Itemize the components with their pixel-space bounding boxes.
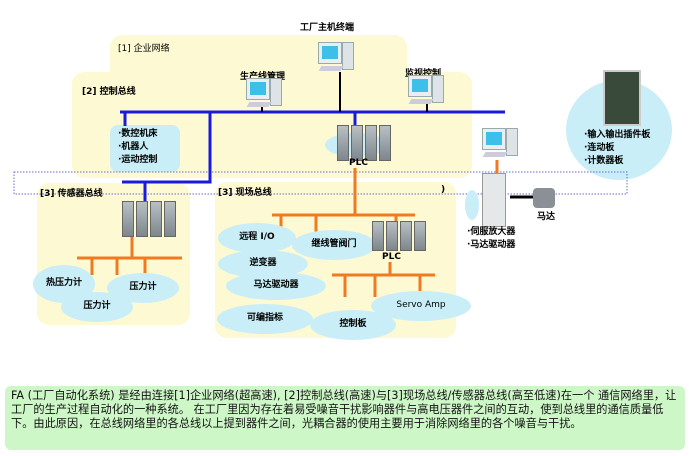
device-servo-amp: Servo Amp: [371, 291, 471, 321]
sensor-plc-icon: [122, 201, 176, 237]
servo-item-amplifier: ·伺服放大器: [467, 227, 516, 237]
production-mgmt-label: 生产线管理: [240, 72, 286, 82]
cnc-list: ·数控机床 ·机器人 ·运动控制: [118, 128, 157, 167]
device-pressure-gauge-2: 压力计: [61, 292, 133, 322]
cnc-box: [110, 125, 180, 172]
host-pc-icon: [318, 42, 354, 76]
zone-sensor-bus-label: [3] 传感器总线: [40, 189, 103, 199]
description-box: FA (工厂自动化系统) 是经由连接[1]企业网络(超高速), [2]控制总线(…: [5, 386, 685, 450]
host-terminal-label: 工厂主机终端: [300, 23, 355, 33]
servo-pc-icon: [482, 128, 518, 162]
motor-label: 马达: [537, 212, 556, 222]
device-programmable-indicator: 可编指标: [217, 304, 313, 334]
card-item-io: ·输入输出插件板: [584, 130, 651, 140]
plc-label: PLC: [349, 158, 368, 168]
field-plc-label: PLC: [382, 252, 401, 262]
device-solenoid-valve: 继线管阀门: [292, 230, 376, 260]
monitor-control-label: 监视控制: [405, 69, 442, 79]
device-remote-io: 远程 I/O: [218, 223, 296, 253]
motor-icon: [533, 188, 555, 208]
robot-item: ·机器人: [118, 142, 149, 152]
zone-enterprise-label: [1] 企业网络: [118, 44, 170, 54]
card-item-motion: ·连动板: [584, 143, 615, 153]
production-pc-icon: [246, 78, 282, 112]
io-card-icon: [603, 70, 641, 126]
control-bus-line: [120, 110, 505, 205]
field-bus-paren: ): [441, 185, 446, 195]
motion-item: ·运动控制: [118, 155, 158, 165]
servo-list: ·伺服放大器 ·马达驱动器: [467, 226, 515, 252]
zone-control-bus-label: [2] 控制总线: [82, 87, 136, 97]
optocoupler-boundary: [13, 171, 628, 195]
cnc-item: ·数控机床: [118, 129, 158, 139]
field-plc-icon: [372, 221, 426, 251]
card-item-counter: ·计数器板: [584, 156, 624, 166]
servo-item-driver: ·马达驱动器: [467, 240, 516, 250]
card-list: ·输入输出插件板 ·连动板 ·计数器板: [584, 129, 650, 168]
servo-amplifier-icon: [482, 173, 506, 227]
monitor-pc-icon: [408, 75, 444, 109]
device-motor-driver: 马达驱动器: [226, 272, 326, 300]
zone-field-bus-label: [3] 现场总线: [218, 188, 272, 198]
plc-icon: [337, 125, 391, 161]
servo-bubble: [465, 190, 479, 220]
